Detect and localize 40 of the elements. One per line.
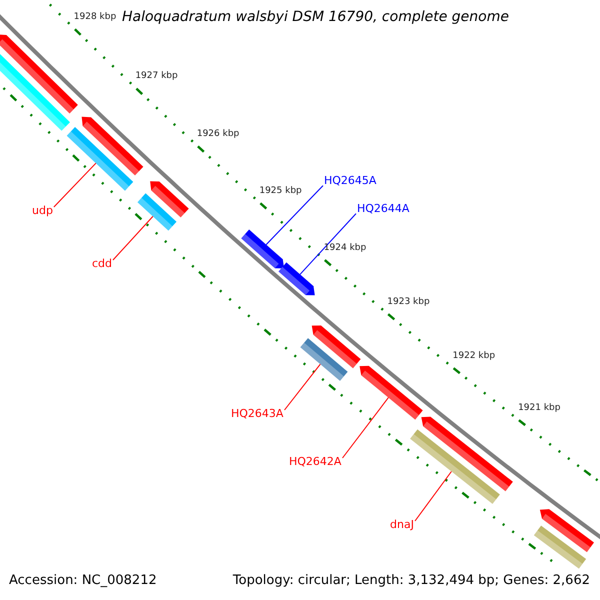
gene-feature-bar [312, 326, 361, 368]
genome-summary: Topology: circular; Length: 3,132,494 bp; Genes: 2,662 [232, 574, 590, 589]
gene-feature-bar [360, 366, 423, 420]
scale-label: 1924 kbp [324, 242, 366, 254]
gene-label: HQ2643A [231, 408, 284, 421]
gene-feature-bar [300, 338, 348, 381]
gene-feature-bar [82, 116, 144, 176]
leader-line [300, 213, 356, 275]
leader-line [53, 162, 96, 208]
gene-feature-bar [0, 34, 78, 114]
gene-feature-bar [421, 416, 513, 492]
gene-label: HQ2644A [357, 203, 410, 216]
gene-feature-bar [0, 52, 70, 131]
gene-label: dnaJ [390, 519, 414, 532]
gene-feature-bar [66, 127, 134, 191]
gene-feature-bar [278, 262, 315, 296]
scale-label: 1921 kbp [518, 402, 560, 413]
gene-feature-bar [534, 526, 586, 569]
gene-feature-bar [150, 181, 189, 218]
leader-line [414, 471, 452, 522]
gene-feature-bar [138, 193, 176, 231]
diagram-title: Haloquadratum walsbyi DSM 16790, complete genome [122, 9, 509, 26]
gene-feature-bar [410, 429, 500, 504]
scale-label: 1922 kbp [452, 350, 496, 362]
leader-line [284, 364, 321, 410]
gene-label: cdd [92, 258, 112, 271]
leader-line [266, 185, 324, 246]
gene-label: HQ2645A [324, 175, 376, 188]
gene-label: HQ2642A [289, 456, 342, 469]
gene-feature-bar [241, 230, 284, 268]
scale-label: 1927 kbp [135, 71, 178, 82]
scale-label: 1925 kbp [259, 186, 302, 196]
leader-line [342, 397, 389, 458]
gene-feature-bar [540, 509, 594, 552]
scale-label: 1928 kbp [74, 12, 116, 22]
leader-line [112, 216, 154, 260]
gene-label: udp [32, 205, 53, 218]
accession-text: Accession: NC_008212 [9, 574, 157, 589]
scale-label: 1926 kbp [196, 129, 240, 140]
scale-label: 1923 kbp [387, 296, 430, 308]
